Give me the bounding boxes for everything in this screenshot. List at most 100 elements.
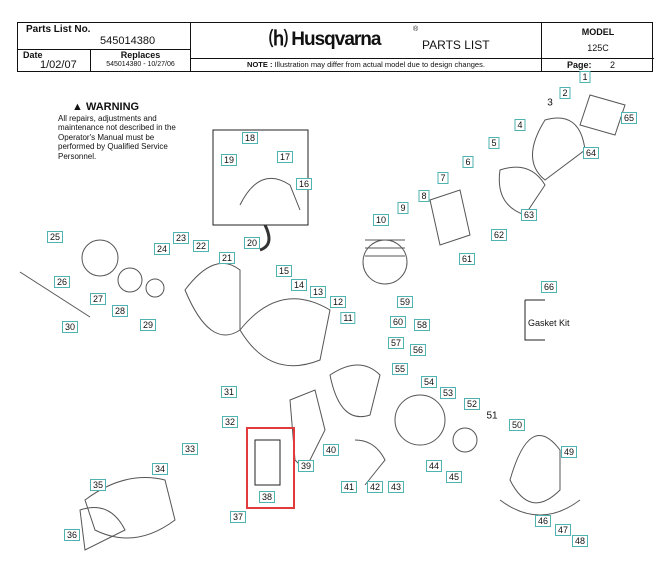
part-callout-36: 36: [63, 529, 81, 541]
part-callout-48: 48: [571, 535, 589, 547]
air-filter-cover: [532, 117, 586, 181]
part-callout-4: 4: [514, 119, 526, 131]
part-callout-16: 16: [295, 178, 313, 190]
part-callout-24: 24: [153, 243, 171, 255]
air-filter: [579, 94, 626, 136]
part-callout-1: 1: [579, 71, 591, 83]
warning-text: All repairs, adjustments and maintenance…: [58, 113, 176, 161]
part-callout-25: 25: [46, 231, 64, 243]
part-callout-43: 43: [387, 481, 405, 493]
part-callout-40: 40: [322, 444, 340, 456]
warning-icon: ▲: [72, 101, 83, 113]
date: 1/02/07: [40, 59, 77, 71]
part-callout-63: 63: [520, 209, 538, 221]
part-callout-10: 10: [372, 214, 390, 226]
part-callout-27: 27: [89, 293, 107, 305]
part-callout-9: 9: [397, 202, 409, 214]
part-callout-33: 33: [181, 443, 199, 455]
part-callout-22: 22: [192, 240, 210, 252]
part-callout-19: 19: [220, 154, 238, 166]
part-callout-64: 64: [582, 147, 600, 159]
part-callout-23: 23: [172, 232, 190, 244]
date-label: Date: [23, 50, 43, 60]
parts-list-no-label: Parts List No.: [26, 24, 91, 35]
part-callout-13: 13: [309, 286, 327, 298]
clutch-drum: [117, 267, 143, 293]
gasket-kit-bracket: [524, 299, 545, 341]
model-cell: MODEL 125C: [541, 23, 654, 59]
part-callout-65: 65: [620, 112, 638, 124]
highlighted-part-box: [246, 427, 295, 509]
part-callout-30: 30: [61, 321, 79, 333]
pulley: [452, 427, 478, 453]
part-callout-62: 62: [490, 229, 508, 241]
part-callout-5: 5: [488, 137, 500, 149]
warning-notice: ▲ WARNING All repairs, adjustments and m…: [58, 101, 178, 161]
washer: [145, 278, 165, 298]
part-callout-56: 56: [409, 344, 427, 356]
part-callout-31: 31: [220, 386, 238, 398]
part-callout-47: 47: [554, 524, 572, 536]
flywheel: [394, 394, 446, 446]
replaces-cell: Replaces 545014380 - 10/27/06: [91, 50, 191, 71]
part-callout-50: 50: [508, 419, 526, 431]
part-callout-58: 58: [413, 319, 431, 331]
part-callout-52: 52: [463, 398, 481, 410]
inset-arrow: [259, 224, 271, 252]
parts-list-title: PARTS LIST: [422, 38, 490, 52]
part-callout-12: 12: [329, 296, 347, 308]
part-callout-8: 8: [418, 190, 430, 202]
part-callout-46: 46: [534, 515, 552, 527]
part-callout-39: 39: [297, 460, 315, 472]
cylinder-fins: [365, 239, 405, 257]
part-callout-38: 38: [258, 491, 276, 503]
heat-shield: [289, 389, 326, 471]
part-callout-61: 61: [458, 253, 476, 265]
title-cell: ⒣ Husqvarna ® PARTS LIST: [191, 23, 541, 59]
inset-part: [239, 177, 301, 211]
clutch: [81, 239, 119, 277]
part-callout-49: 49: [560, 446, 578, 458]
registered-mark: ®: [413, 26, 419, 33]
part-callout-51: 51: [486, 410, 498, 422]
part-callout-15: 15: [275, 265, 293, 277]
engine-cover: [84, 477, 176, 539]
part-callout-66: 66: [540, 281, 558, 293]
part-callout-17: 17: [276, 151, 294, 163]
part-callout-32: 32: [221, 416, 239, 428]
part-callout-59: 59: [396, 296, 414, 308]
model: 125C: [587, 43, 609, 53]
gasket-kit-label: Gasket Kit: [528, 318, 570, 328]
part-callout-29: 29: [139, 319, 157, 331]
shaft: [19, 271, 91, 318]
part-callout-2: 2: [559, 87, 571, 99]
part-callout-28: 28: [111, 305, 129, 317]
warning-title: ▲ WARNING: [72, 101, 140, 113]
model-label: MODEL: [581, 27, 615, 37]
page-cell: Page: 2: [541, 59, 654, 71]
part-callout-7: 7: [437, 172, 449, 184]
part-callout-45: 45: [445, 471, 463, 483]
part-callout-18: 18: [241, 132, 259, 144]
page-number: 2: [610, 60, 616, 70]
part-callout-44: 44: [425, 460, 443, 472]
part-callout-54: 54: [420, 376, 438, 388]
clutch-housing: [184, 262, 241, 336]
parts-list-no-cell: Parts List No. 545014380: [18, 23, 191, 50]
part-callout-11: 11: [340, 312, 356, 324]
part-callout-57: 57: [387, 337, 405, 349]
part-callout-6: 6: [462, 156, 474, 168]
inset-box: [212, 129, 309, 226]
husqvarna-logo: ⒣ Husqvarna: [269, 29, 381, 50]
part-callout-37: 37: [229, 511, 247, 523]
part-callout-3: 3: [547, 97, 553, 109]
page-label: Page:: [567, 60, 592, 70]
part-callout-55: 55: [391, 363, 409, 375]
ignition-wire: [354, 439, 386, 486]
cylinder: [362, 239, 408, 285]
note: NOTE : Illustration may differ from actu…: [247, 60, 485, 69]
part-callout-34: 34: [151, 463, 169, 475]
carburetor: [498, 166, 546, 216]
part-callout-53: 53: [439, 387, 457, 399]
